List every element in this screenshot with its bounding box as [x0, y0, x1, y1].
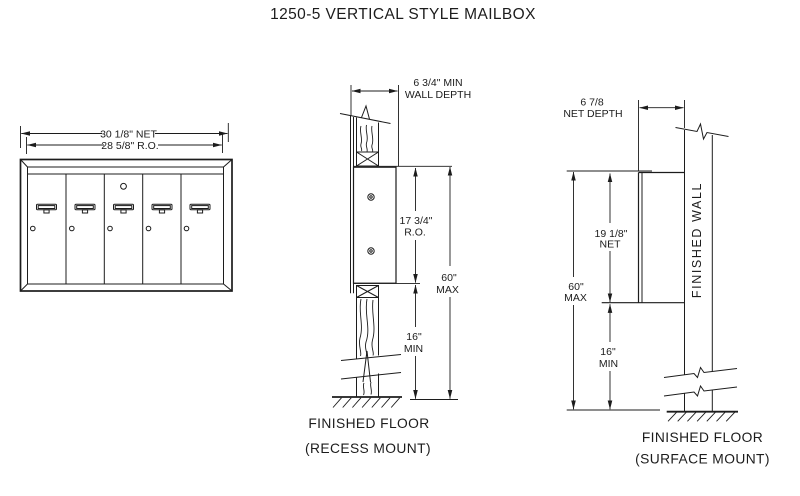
surface-mailbox-body [566, 170, 685, 304]
recess-mailbox-body [350, 115, 452, 294]
front-view: 30 1/8" NET 28 5/8" R.O. [19, 123, 233, 292]
surface-dim-depth: 6 7/8 NET DEPTH [563, 97, 685, 171]
door-lock [183, 225, 190, 232]
door-handle [113, 203, 134, 214]
recess-floor-label: FINISHED FLOOR [308, 416, 429, 431]
recess-dim-min-line2: MIN [404, 343, 423, 355]
surface-floor [566, 409, 738, 422]
front-dim-ro-text: 28 5/8" R.O. [101, 140, 158, 152]
recess-dim-max-line1: 60" [441, 272, 457, 284]
door-handle [74, 203, 96, 214]
surface-dim-depth-line1: 6 7/8 [580, 97, 604, 109]
mounting-screw [367, 247, 375, 255]
recess-dim-wall-depth-line2: WALL DEPTH [405, 89, 471, 101]
recess-dim-max-line2: MAX [436, 284, 459, 296]
surface-dim-net-line1: 19 1/8" [595, 228, 628, 240]
recess-dim-wall-depth: 6 3/4" MIN WALL DEPTH [350, 77, 471, 166]
wall-break [340, 350, 402, 383]
surface-dim-max-line1: 60" [568, 281, 584, 293]
surface-dim-net-line2: NET [600, 239, 622, 251]
door-lock [145, 225, 152, 232]
surface-mount-view: 6 7/8 NET DEPTH FINISHED WALL [563, 97, 770, 467]
front-cabinet-frame [19, 158, 233, 292]
wall-break [663, 366, 738, 398]
surface-wall-label: FINISHED WALL [690, 182, 704, 298]
door-handle [36, 203, 57, 214]
recess-mount-label: (RECESS MOUNT) [305, 441, 431, 456]
surface-dim-net: 19 1/8" NET [595, 173, 628, 303]
recess-dim-min: 16" MIN [404, 284, 423, 400]
surface-dim-min: 16" MIN [599, 303, 618, 410]
wood-blocking [356, 151, 379, 167]
mounting-screw [367, 193, 375, 201]
door-lock [69, 225, 75, 232]
door-handle [151, 203, 173, 214]
surface-dim-min-line1: 16" [600, 346, 616, 358]
recess-wall-lower [340, 285, 402, 397]
master-lock [120, 182, 127, 190]
surface-dim-depth-line2: NET DEPTH [563, 108, 622, 120]
door-lock [30, 225, 36, 232]
door-lock [107, 225, 113, 232]
recess-dim-max: 60" MAX [436, 166, 459, 400]
recess-dim-ro-line2: R.O. [404, 227, 426, 239]
surface-dim-max-line2: MAX [564, 292, 587, 304]
page-title: 1250-5 VERTICAL STYLE MAILBOX [270, 6, 536, 23]
recess-dim-min-line1: 16" [406, 331, 422, 343]
front-dim-net-text: 30 1/8" NET [100, 128, 157, 140]
surface-dim-max: 60" MAX [564, 171, 587, 410]
front-dim-net: 30 1/8" NET [20, 123, 229, 148]
recess-dim-ro-line1: 17 3/4" [400, 215, 433, 227]
recess-mount-view: 6 3/4" MIN WALL DEPTH [305, 77, 471, 456]
recess-dim-wall-depth-line1: 6 3/4" MIN [413, 77, 462, 89]
front-dim-ro: 28 5/8" R.O. [26, 134, 223, 154]
front-door-hardware [30, 182, 211, 232]
surface-wall: FINISHED WALL [663, 122, 738, 412]
wall-break [675, 122, 729, 141]
surface-floor-label: FINISHED FLOOR [642, 430, 763, 445]
surface-dim-min-line2: MIN [599, 358, 618, 370]
recess-floor [332, 396, 458, 408]
recess-wall-upper [339, 104, 391, 167]
surface-mount-label: (SURFACE MOUNT) [635, 452, 770, 467]
door-handle [189, 203, 211, 214]
recess-dim-ro: 17 3/4" R.O. [400, 167, 433, 283]
wood-blocking [356, 285, 379, 298]
